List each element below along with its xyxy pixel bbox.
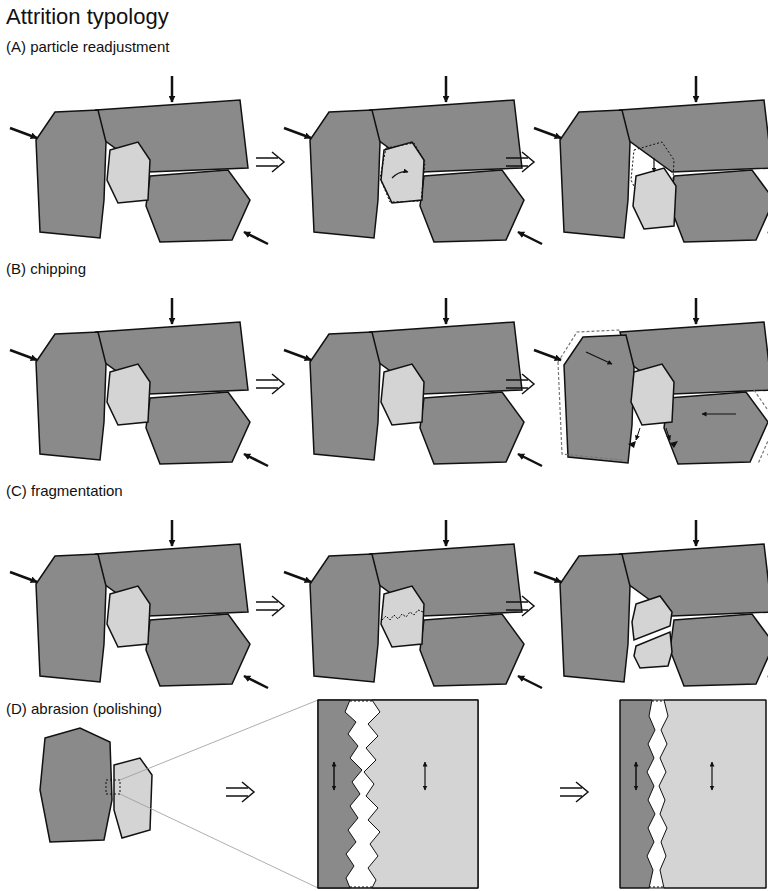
- panel-label: (C) fragmentation: [6, 482, 123, 499]
- panel-label: (A) particle readjustment: [6, 38, 169, 55]
- panel-label: (D) abrasion (polishing): [6, 700, 162, 717]
- diagram-title: Attrition typology: [6, 4, 169, 29]
- panel-label: (B) chipping: [6, 260, 86, 277]
